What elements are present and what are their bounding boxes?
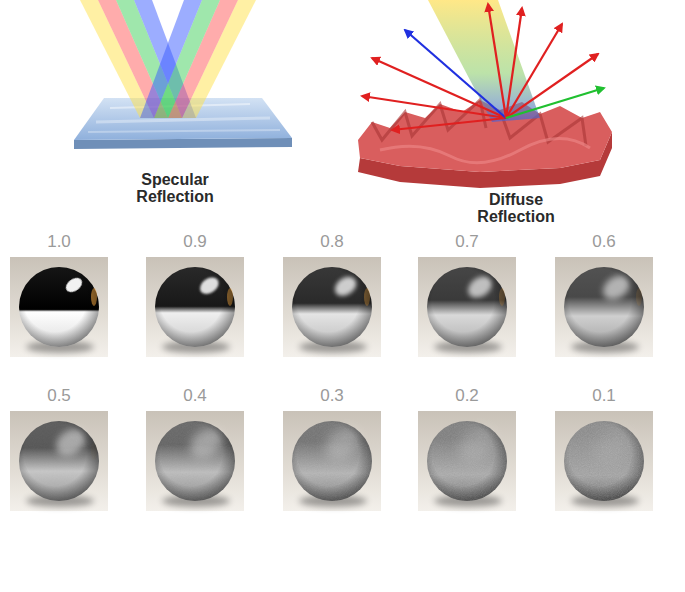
sphere-rim xyxy=(427,267,507,347)
sphere xyxy=(155,421,235,501)
sphere xyxy=(292,267,372,347)
tile-ground xyxy=(10,411,108,511)
sphere-rim xyxy=(19,421,99,501)
sphere-grain xyxy=(155,421,235,501)
beam-strip xyxy=(140,0,202,118)
ray-arrow xyxy=(506,54,598,118)
scattered-rays xyxy=(362,4,604,130)
roughness-value: 0.1 xyxy=(574,387,634,406)
sphere-rim xyxy=(427,421,507,501)
sphere-tile xyxy=(418,411,516,511)
roughness-value: 0.3 xyxy=(302,387,362,406)
roughness-value: 0.8 xyxy=(302,233,362,252)
sphere-tile xyxy=(146,411,244,511)
sphere-tile xyxy=(10,411,108,511)
tile-ground xyxy=(283,411,381,511)
sphere-grain xyxy=(564,421,644,501)
roughness-value: 0.2 xyxy=(437,387,497,406)
sphere-tile xyxy=(10,257,108,357)
panel-heading: Diffuse Reflection xyxy=(456,192,576,226)
roughness-value: 0.7 xyxy=(437,233,497,252)
sphere-tile xyxy=(418,257,516,357)
sphere xyxy=(564,421,644,501)
rough-surface xyxy=(358,100,612,188)
sphere xyxy=(427,421,507,501)
panel-heading: Specular Reflection xyxy=(115,172,235,206)
ray-arrow xyxy=(405,30,506,118)
tile-ground xyxy=(555,411,653,511)
tile-ground xyxy=(555,257,653,357)
roughness-value: 0.5 xyxy=(29,387,89,406)
sphere-tile xyxy=(146,257,244,357)
ray-arrow xyxy=(392,118,506,130)
sphere xyxy=(292,421,372,501)
sphere-grain xyxy=(292,421,372,501)
ray-arrow xyxy=(488,4,506,118)
roughness-value: 0.4 xyxy=(165,387,225,406)
sphere-rim xyxy=(564,421,644,501)
roughness-value: 1.0 xyxy=(29,233,89,252)
sphere-rim xyxy=(155,267,235,347)
light-beams xyxy=(80,0,256,118)
sphere-tile xyxy=(555,411,653,511)
sphere-rim xyxy=(19,267,99,347)
tile-ground xyxy=(418,257,516,357)
sphere-rim xyxy=(292,267,372,347)
tile-ground xyxy=(283,257,381,357)
sphere-grain xyxy=(19,421,99,501)
ray-arrow xyxy=(506,88,604,118)
sphere-tiles xyxy=(10,257,653,511)
sphere-rim xyxy=(292,421,372,501)
sphere-rim xyxy=(564,267,644,347)
incoming-beam xyxy=(428,0,540,122)
sphere xyxy=(19,421,99,501)
roughness-value: 0.6 xyxy=(574,233,634,252)
ray-arrow xyxy=(506,8,522,118)
sphere xyxy=(155,267,235,347)
sphere-grain xyxy=(427,421,507,501)
sphere-tile xyxy=(555,257,653,357)
tile-ground xyxy=(146,411,244,511)
sphere xyxy=(427,267,507,347)
sphere xyxy=(19,267,99,347)
ray-arrow xyxy=(372,58,506,118)
tile-ground xyxy=(10,257,108,357)
roughness-value: 0.9 xyxy=(165,233,225,252)
tile-ground xyxy=(146,257,244,357)
sphere xyxy=(564,267,644,347)
sphere-tile xyxy=(283,411,381,511)
tile-ground xyxy=(418,411,516,511)
sphere-rim xyxy=(155,421,235,501)
sphere-tile xyxy=(283,257,381,357)
